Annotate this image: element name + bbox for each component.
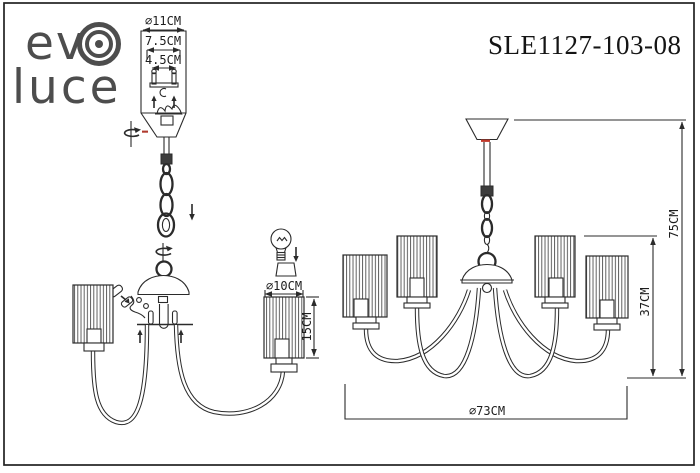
arms bbox=[363, 287, 611, 379]
body-height-label: 37CM bbox=[638, 288, 652, 317]
logo-target-mid-ring bbox=[85, 30, 113, 58]
canopy-detail-drawing: ⌀11CM 7.5CM 4.5CM bbox=[123, 14, 187, 165]
rotate-arrow-icon bbox=[155, 243, 173, 262]
logo-target-dot bbox=[95, 40, 103, 48]
shades bbox=[342, 235, 629, 331]
chandelier-front-view bbox=[342, 118, 629, 379]
shade-height-label: 15CM bbox=[300, 313, 314, 342]
socket-cup bbox=[275, 262, 297, 277]
red-mark bbox=[142, 130, 148, 133]
hanging-height-label: 75CM bbox=[667, 210, 681, 239]
logo-text-luce: luce bbox=[12, 60, 122, 115]
up-arrow-icon bbox=[137, 329, 143, 335]
body-assembly-drawing bbox=[108, 243, 193, 343]
chain-detail-drawing bbox=[156, 162, 195, 238]
ceiling-canopy bbox=[465, 118, 509, 141]
hanging-loop bbox=[156, 212, 176, 238]
fixture-diameter-label: ⌀73CM bbox=[469, 404, 505, 418]
canopy-diameter-label: ⌀11CM bbox=[145, 14, 181, 28]
left-arm-shade-drawing bbox=[72, 284, 150, 426]
bracket-inner-label: 4.5CM bbox=[145, 53, 181, 67]
logo-target-icon bbox=[77, 22, 121, 66]
light-bulb-icon bbox=[270, 228, 292, 261]
ring-finial bbox=[155, 260, 173, 278]
shade-detail-drawing: ⌀10CM 15CM bbox=[173, 228, 319, 416]
red-mark bbox=[481, 139, 490, 142]
chain bbox=[480, 193, 494, 254]
rotate-arrow-icon bbox=[123, 121, 148, 147]
up-arrow-icon bbox=[178, 329, 184, 335]
down-arrow-icon bbox=[293, 256, 299, 262]
bracket-span-label: 7.5CM bbox=[145, 34, 181, 48]
shade-diameter-label: ⌀10CM bbox=[266, 279, 302, 293]
fastener-parts bbox=[108, 284, 149, 319]
logo-text-ev: ev bbox=[25, 16, 86, 71]
down-arrow-icon bbox=[189, 214, 195, 221]
page-border bbox=[3, 2, 695, 466]
mounting-bracket bbox=[149, 68, 179, 108]
wire-clip bbox=[156, 104, 183, 115]
hub-ball bbox=[481, 282, 493, 294]
center-dome bbox=[137, 274, 190, 296]
overall-dimensions: 75CM 37CM ⌀73CM bbox=[344, 119, 686, 420]
brand-logo: ev luce bbox=[0, 0, 190, 115]
product-model-number: SLE1127-103-08 bbox=[488, 30, 682, 60]
hook-icon bbox=[159, 87, 167, 98]
